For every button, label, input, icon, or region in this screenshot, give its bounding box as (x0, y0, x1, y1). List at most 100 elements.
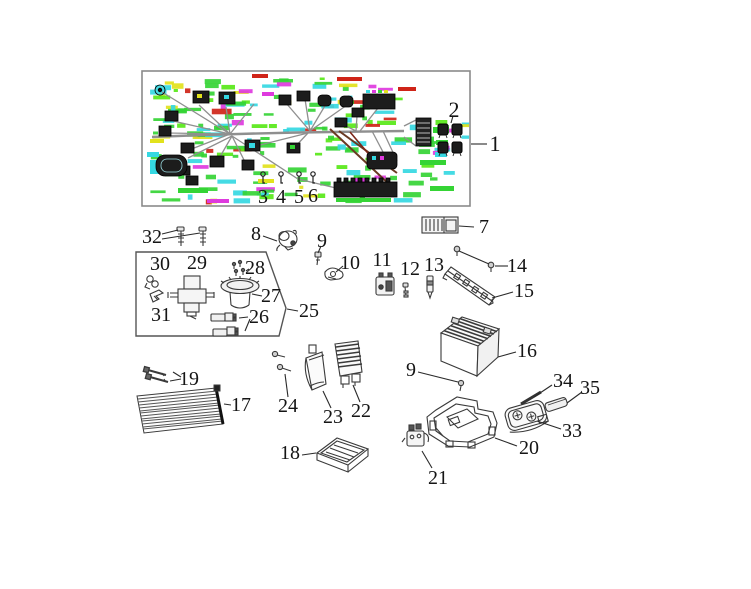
callout-11: 11 (372, 249, 392, 271)
highlight-patch (232, 154, 239, 158)
highlight-patch (279, 78, 289, 82)
highlight-patch (283, 129, 290, 134)
highlight-patch (150, 89, 167, 95)
horn-item8 (276, 229, 298, 252)
bolt-item12 (402, 282, 409, 298)
highlight-patch (353, 175, 371, 180)
bolts-item24 (271, 350, 292, 372)
highlight-patch (204, 79, 221, 85)
regulator-item22 (334, 340, 363, 388)
highlight-patch (390, 175, 397, 181)
callout-4: 4 (276, 186, 286, 208)
highlight-patch (378, 87, 393, 91)
screws-item19 (142, 365, 169, 383)
bracket-item23 (304, 344, 327, 391)
highlight-patch (325, 146, 341, 151)
screws-item32 (176, 226, 207, 246)
fuse-item13 (426, 275, 434, 300)
highlight-patch (383, 117, 397, 121)
highlight-patch (276, 82, 292, 87)
highlight-patch (368, 84, 377, 89)
bracket-item10 (324, 267, 344, 281)
highlight-patch (161, 198, 181, 202)
highlight-patch (346, 170, 361, 176)
highlight-patch (394, 137, 413, 143)
callout-12: 12 (400, 258, 420, 280)
callout-18: 18 (280, 442, 300, 464)
callout-35: 35 (580, 377, 600, 399)
highlight-patch (240, 148, 247, 152)
highlight-patch (268, 124, 277, 129)
highlight-patch (153, 95, 171, 100)
callout-32: 32 (142, 226, 162, 248)
highlight-patch (284, 192, 298, 197)
callout-10: 10 (340, 252, 360, 274)
highlight-patch (177, 108, 187, 113)
highlight-patch (198, 123, 204, 128)
highlight-patch (185, 88, 191, 94)
highlight-patch (362, 116, 367, 121)
highlight-patch (238, 89, 253, 94)
tray-item18 (315, 437, 370, 473)
callout-14: 14 (507, 255, 527, 277)
highlight-patch (192, 165, 209, 169)
highlight-patch (233, 190, 247, 196)
callout-28: 28 (245, 257, 265, 279)
highlight-patch (220, 104, 226, 110)
highlight-patch (205, 83, 219, 89)
highlight-patch (445, 128, 455, 133)
highlight-patch (260, 137, 270, 140)
highlight-patch (365, 123, 380, 127)
highlight-patch (377, 120, 396, 125)
highlight-patch (233, 113, 252, 116)
highlight-patch (177, 123, 186, 128)
callout-31: 31 (151, 304, 171, 326)
highlight-patch (427, 141, 443, 144)
highlight-patch (408, 180, 424, 186)
highlight-patch (319, 77, 325, 80)
highlight-patch (205, 174, 216, 180)
cdi-unit-item33 (504, 400, 549, 433)
highlight-patch (262, 164, 276, 168)
highlight-patch (260, 151, 265, 156)
highlight-patch (346, 148, 356, 152)
bolts-item14 (453, 245, 495, 272)
highlight-patch (374, 110, 395, 114)
battery-box-item20 (426, 396, 498, 449)
highlight-patch (339, 83, 358, 88)
clip-item31 (149, 289, 165, 303)
highlight-patch (214, 125, 230, 131)
highlight-patch (320, 181, 331, 186)
highlight-patch (435, 120, 448, 125)
highlight-patch (171, 83, 184, 89)
highlight-patch (217, 179, 236, 184)
harness-connectors (154, 84, 432, 198)
relay-item11 (375, 272, 395, 296)
callout-9: 9 (317, 230, 327, 252)
callout-25: 25 (299, 300, 319, 322)
highlight-patch (242, 191, 261, 196)
highlight-patch (331, 137, 342, 141)
highlight-patch (336, 165, 348, 169)
highlight-patch (194, 141, 204, 145)
highlight-patch (286, 127, 306, 132)
bolt-item9b (457, 379, 465, 392)
highlight-patch (155, 85, 172, 91)
highlight-patch (318, 193, 326, 198)
highlight-patch (342, 85, 349, 91)
highlight-patch (184, 107, 202, 112)
pad-item35 (544, 397, 568, 412)
connector-caps-item2 (437, 123, 463, 157)
battery-item16 (439, 316, 501, 378)
highlight-patch (259, 194, 274, 200)
highlight-patch (314, 81, 333, 85)
screws-item28 (231, 259, 246, 276)
highlight-patch (226, 101, 247, 106)
highlight-patch (187, 159, 203, 164)
callout-15: 15 (514, 280, 534, 302)
callout-27: 27 (261, 285, 281, 307)
highlight-patch (251, 124, 268, 128)
highlight-patch (153, 131, 158, 135)
highlight-patch (256, 192, 269, 196)
highlight-patch (153, 118, 173, 121)
